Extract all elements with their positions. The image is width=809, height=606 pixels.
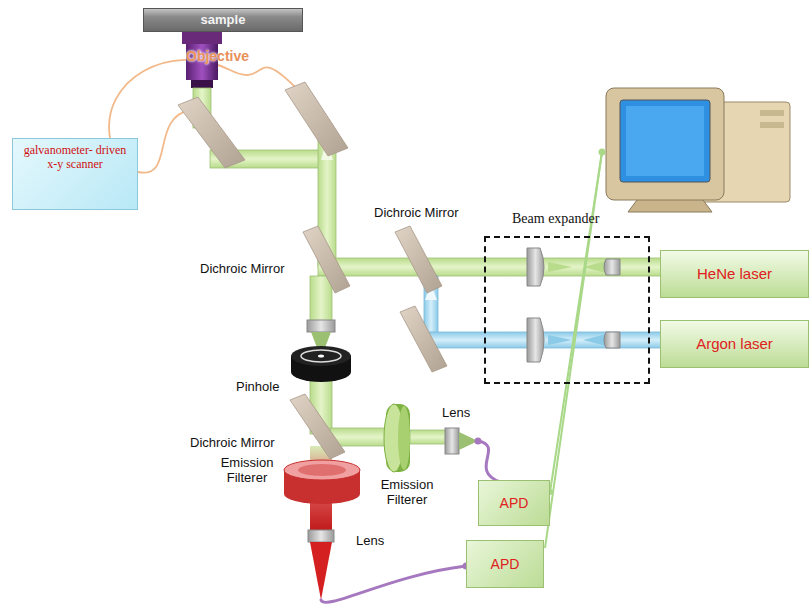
- computer-tower: [760, 122, 784, 128]
- objective-lens: [191, 80, 213, 88]
- objective-lens: [182, 30, 222, 44]
- node-text: APD: [491, 556, 520, 573]
- emission-filter: [284, 460, 360, 480]
- laser-beam: [410, 430, 446, 444]
- focused-beam: [583, 334, 606, 346]
- laser-box: Argon laser: [660, 320, 809, 368]
- monitor-screen: [620, 100, 710, 182]
- beam-expander-box: Beam expander: [484, 236, 650, 384]
- beam-expander-lens: [604, 332, 620, 348]
- part-label: Dichroic Mirror: [374, 206, 459, 221]
- node-text: sample: [201, 12, 246, 28]
- emission-filter: [298, 464, 346, 476]
- part-label: Objective: [186, 48, 249, 64]
- laser-beam: [193, 88, 663, 446]
- optical-fiber: [478, 441, 500, 482]
- monitor: [606, 88, 724, 200]
- focused-beam: [548, 335, 572, 345]
- part-label: Dichroic Mirror: [190, 436, 275, 451]
- dichroic-mirror: [290, 394, 345, 459]
- pinhole: [301, 350, 341, 362]
- mirror: [178, 97, 245, 168]
- optical-fiber: [321, 566, 466, 602]
- mirror: [285, 82, 348, 156]
- part-label: Emission Filterer: [214, 456, 280, 486]
- lens: [307, 320, 335, 332]
- emission-filter: [384, 404, 410, 472]
- node-text: HeNe laser: [697, 265, 772, 283]
- dichroic-mirror: [303, 226, 350, 293]
- detector-box: APD: [466, 540, 544, 588]
- computer: [606, 88, 790, 212]
- pinhole: [291, 320, 351, 382]
- mirror: [178, 82, 447, 459]
- fiber-end: [475, 438, 482, 445]
- group-title: Beam expander: [512, 211, 599, 228]
- laser-beam: [318, 258, 663, 276]
- part-label: Dichroic Mirror: [200, 262, 285, 277]
- beam-expander-lens: [527, 318, 544, 362]
- part-label: Emission Filterer: [374, 478, 440, 508]
- part-label: Lens: [442, 406, 470, 421]
- beam-expander-lens: [604, 259, 620, 275]
- part-label: Lens: [356, 534, 384, 549]
- node-text: galvanometer- driven x-y scanner: [19, 143, 131, 172]
- emission-filter: [398, 406, 410, 470]
- dichroic-mirror: [395, 226, 442, 293]
- sample-slide: sample: [143, 8, 303, 32]
- node-text: Argon laser: [696, 335, 773, 353]
- cable-joint: [599, 149, 606, 156]
- emission-filter: [284, 460, 360, 504]
- node-text: APD: [500, 495, 529, 512]
- focused-beam: [548, 262, 572, 272]
- pinhole: [291, 346, 351, 366]
- laser-beam: [310, 276, 332, 322]
- lens: [445, 428, 459, 454]
- beam-expander-lens: [527, 248, 544, 286]
- scanner-box: galvanometer- driven x-y scanner: [12, 138, 138, 210]
- detector-box: APD: [478, 480, 550, 526]
- computer-tower: [760, 110, 784, 116]
- lens: [308, 530, 334, 542]
- laser-box: HeNe laser: [660, 250, 809, 298]
- monitor-screen: [626, 106, 704, 176]
- pinhole: [318, 355, 324, 358]
- focused-beam: [310, 542, 332, 600]
- part-label: Pinhole: [236, 380, 279, 395]
- mirror: [400, 306, 447, 372]
- galvo-wire: [138, 110, 190, 173]
